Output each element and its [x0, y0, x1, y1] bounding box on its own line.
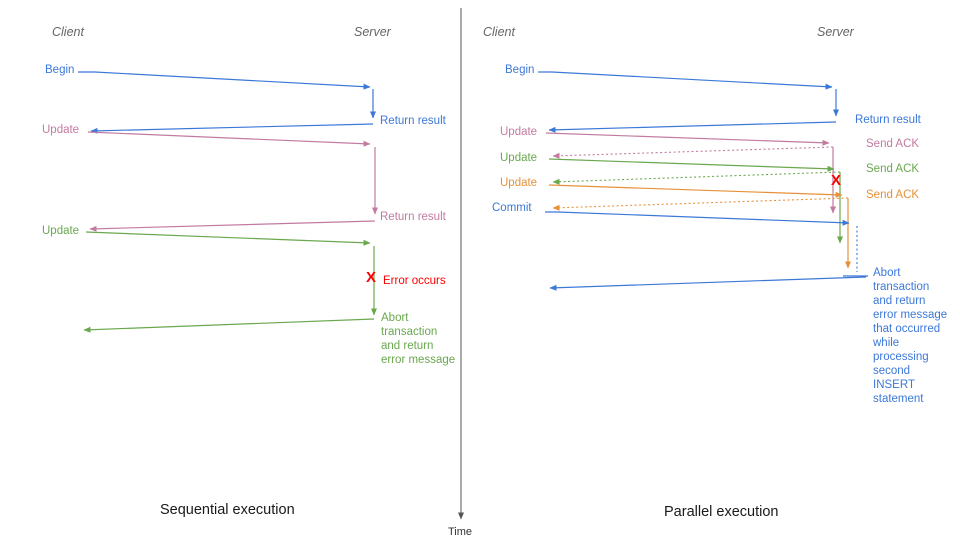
left-return-result-2-label: Return result [380, 211, 446, 223]
right-update-3-label: Update [500, 177, 538, 189]
right-client-header: Client [483, 25, 515, 39]
left-update-2-label: Update [42, 225, 80, 237]
left-panel-title: Sequential execution [160, 502, 295, 518]
right-send-ack-3-label: Send ACK [866, 189, 920, 201]
left-error-occurs-label: Error occurs [383, 275, 446, 287]
left-return-result-1-label: Return result [380, 115, 446, 127]
right-update-1-label: Update [500, 126, 538, 138]
left-update-1-label: Update [42, 124, 80, 136]
right-send-ack-2-label: Send ACK [866, 163, 920, 175]
right-update-2-label: Update [500, 152, 538, 164]
left-begin-label: Begin [45, 64, 75, 76]
right-panel-title: Parallel execution [664, 504, 779, 520]
left-error-x-icon: X [366, 269, 377, 286]
right-error-x-icon: X [831, 172, 842, 189]
right-abort-message: Abort transaction and return error messa… [873, 267, 948, 405]
left-client-header: Client [52, 25, 84, 39]
right-return-result-label: Return result [855, 114, 921, 126]
right-commit-label: Commit [492, 202, 532, 214]
right-begin-label: Begin [505, 64, 535, 76]
right-server-header: Server [817, 25, 854, 39]
left-server-header: Server [354, 25, 391, 39]
right-send-ack-1-label: Send ACK [866, 138, 920, 150]
time-axis-label: Time [448, 526, 473, 538]
left-abort-message: Abort transaction and return error messa… [381, 312, 456, 366]
